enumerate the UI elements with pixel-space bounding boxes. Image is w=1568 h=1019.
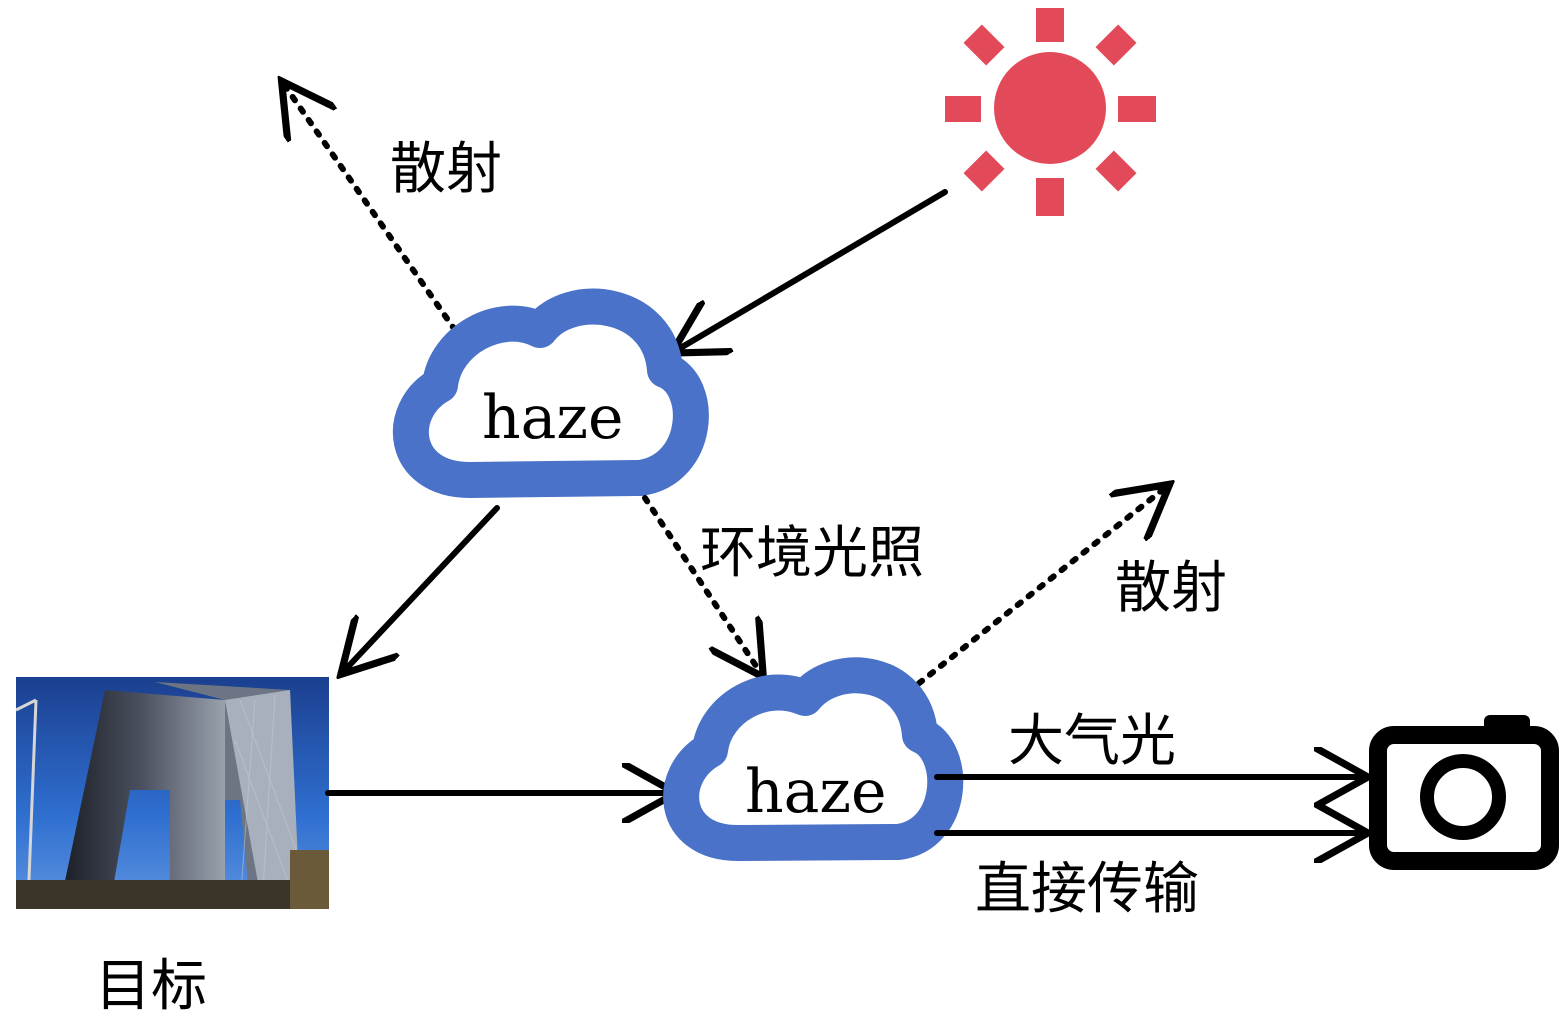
- scatter-arrow-upper: [285, 86, 458, 333]
- cloud-label-upper: haze: [482, 383, 624, 453]
- direct-transmission-label: 直接传输: [975, 857, 1199, 922]
- cloud-label-lower: haze: [745, 757, 887, 827]
- scatter-label-lower: 散射: [1115, 556, 1227, 621]
- building-photo: [15, 677, 329, 909]
- target-label: 目标: [95, 954, 207, 1019]
- ambient-light-label: 环境光照: [700, 521, 924, 586]
- airlight-label: 大气光: [1008, 709, 1176, 774]
- cloud-to-target-arrow: [345, 505, 500, 670]
- cloud-icon: [392, 288, 709, 498]
- sun-icon: [945, 8, 1156, 216]
- ambient-light-arrow: [642, 495, 760, 672]
- sunlight-arrow: [677, 189, 948, 350]
- camera-icon: [1369, 715, 1559, 870]
- scatter-arrow-lower: [905, 488, 1165, 695]
- scatter-label-upper: 散射: [390, 137, 502, 202]
